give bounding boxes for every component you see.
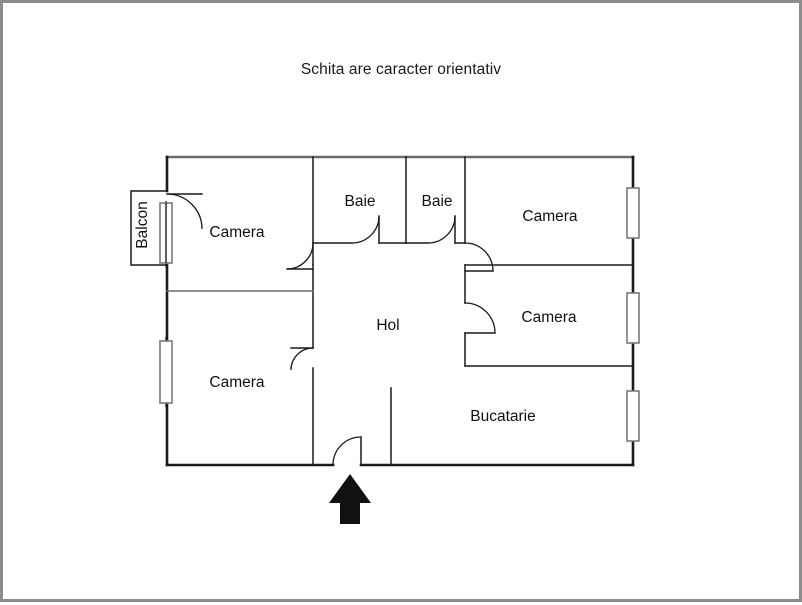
wall-balcony [130,190,168,266]
floorplan-drawing: Balcon Camera Baie Baie Camera Camera Ho… [130,155,640,524]
door-arc-baie-right [427,215,456,244]
room-label-bucatarie: Bucatarie [470,408,535,425]
room-label-baie-left: Baie [344,193,375,210]
window-bucatarie [626,387,640,445]
room-labels: Balcon Camera Baie Baie Camera Camera Ho… [134,193,578,425]
doors [286,215,496,466]
page-title: Schita are caracter orientativ [300,61,502,78]
balcony-structure [130,190,203,266]
door-arc-camera-bottom-left [290,347,314,371]
window-camera-mid-right [626,289,640,347]
room-label-baie-right: Baie [421,193,452,210]
room-label-camera-top-right: Camera [522,208,578,225]
window-camera-top-right [626,184,640,242]
room-label-balcon: Balcon [134,201,151,248]
door-arc-camera-top-right [464,242,494,272]
door-arc-camera-top-left [286,242,314,270]
main-entrance-arrow [329,474,371,524]
door-arc-main-entrance [332,436,362,466]
room-label-camera-mid-right: Camera [521,309,577,326]
windows [159,184,640,445]
window-camera-bottom-left [159,337,173,407]
room-label-hol: Hol [376,317,399,334]
door-arc-camera-mid-right [464,302,496,334]
room-label-camera-top-left: Camera [209,224,265,241]
door-arc-baie-left [351,215,380,244]
room-label-camera-bottom-left: Camera [209,374,265,391]
window-balcon [159,201,173,267]
